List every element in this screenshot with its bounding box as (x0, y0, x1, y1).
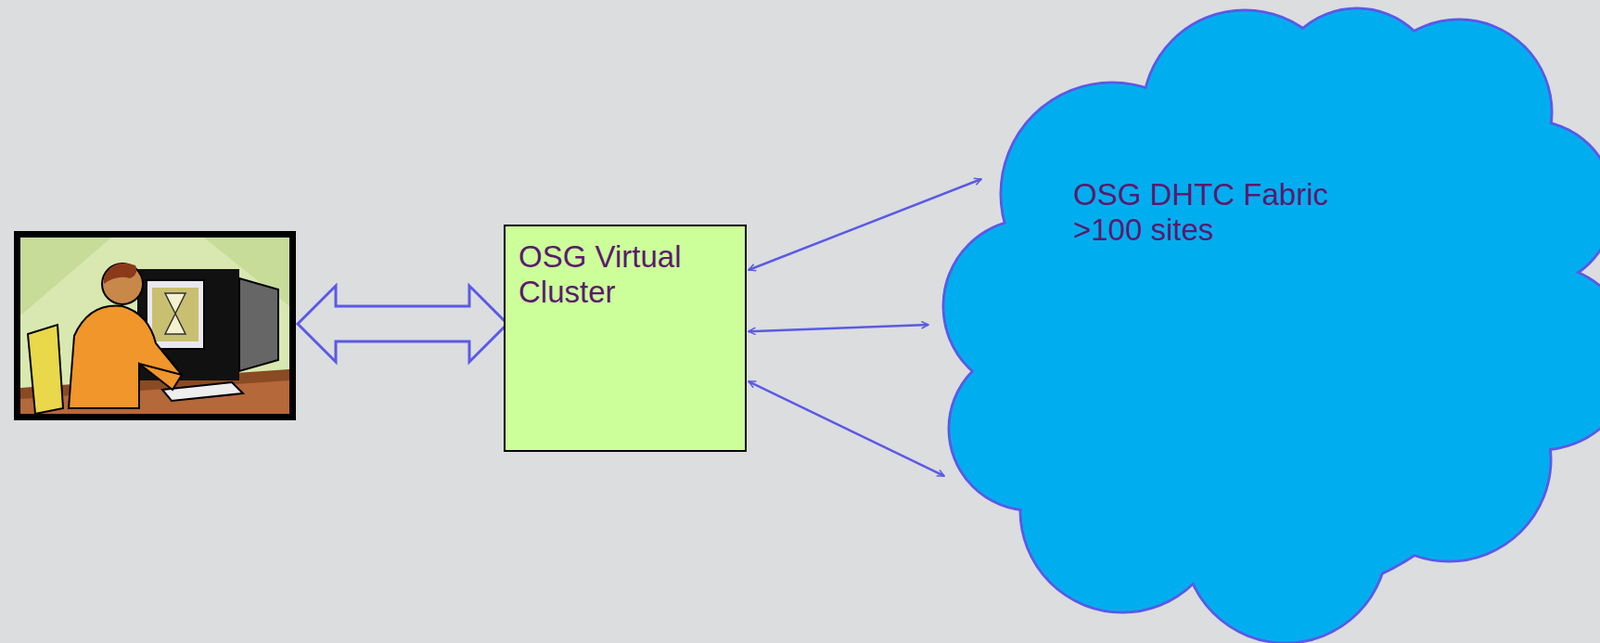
cloud-region: OSG DHTC Fabric>100 sites (944, 10, 1600, 643)
box-label: OSG Virtual Cluster (518, 239, 736, 310)
cloud-label: OSG DHTC Fabric (1073, 177, 1591, 213)
process-box: OSG Virtual Cluster (503, 224, 747, 452)
connector-arrow (748, 381, 945, 476)
cloud-outline (944, 10, 1600, 643)
cloud-label: >100 sites (1073, 212, 1591, 248)
double-block-arrow (297, 285, 508, 362)
user-at-computer-clipart (13, 230, 296, 421)
connector-arrow (748, 324, 929, 332)
connector-arrow (748, 179, 982, 270)
